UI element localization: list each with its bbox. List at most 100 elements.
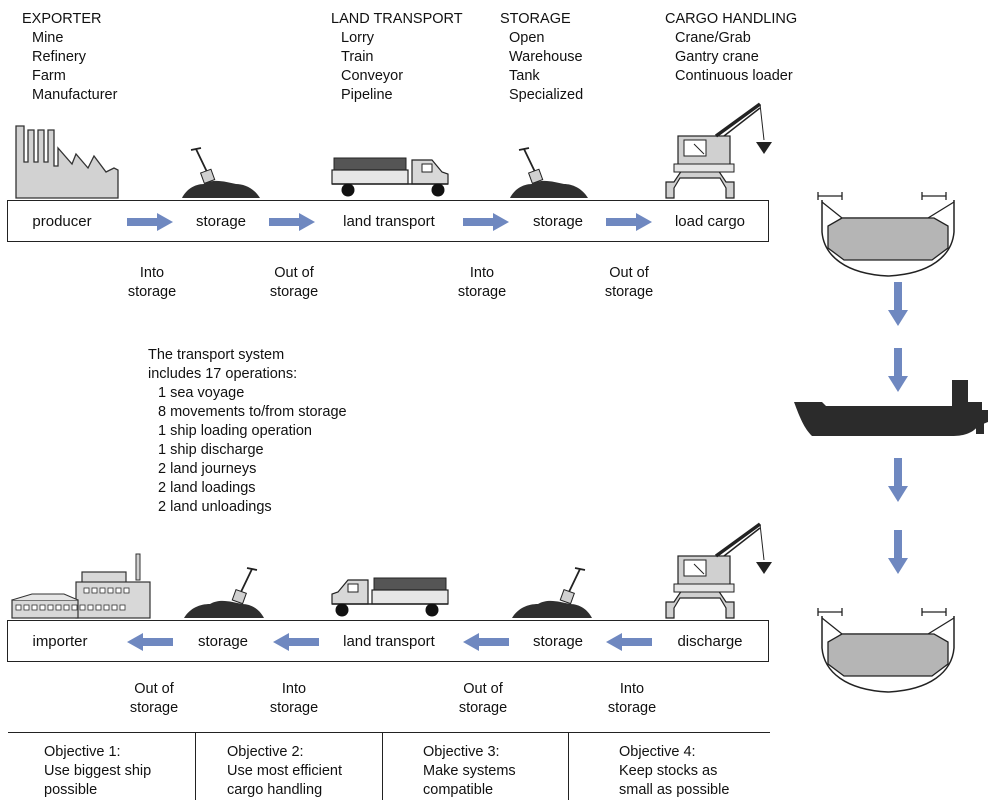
objective-cell: Objective 1: Use biggest ship possible: [44, 743, 151, 800]
objective-text: compatible: [423, 782, 494, 798]
exporter-item: Refinery: [32, 49, 86, 65]
storage-item: Open: [509, 30, 545, 46]
land-transport-item: Lorry: [341, 30, 375, 46]
objectives-row: Objective 1: Use biggest ship possible O…: [8, 732, 770, 800]
stage-storage: storage: [532, 213, 584, 230]
caption-line: storage: [604, 284, 654, 300]
objective-text: Make systems: [423, 763, 516, 779]
caption-line: Out of: [134, 681, 174, 697]
caption-line: storage: [458, 700, 508, 716]
stockpile-shovel-icon: [510, 147, 588, 198]
land-transport-item: Pipeline: [341, 87, 393, 103]
storage-item: Warehouse: [509, 49, 583, 65]
stage-land-transport: land transport: [343, 633, 435, 650]
caption-line: storage: [457, 284, 507, 300]
export-caption: Into storage: [442, 264, 522, 302]
caption-line: Out of: [274, 265, 314, 281]
stockpile-shovel-icon: [182, 147, 260, 198]
right-arrow-icon: [127, 213, 173, 231]
stage-storage: storage: [532, 633, 584, 650]
objective-cell: Objective 4: Keep stocks as small as pos…: [619, 743, 729, 800]
operation-item: 2 land journeys: [158, 461, 257, 477]
down-arrow-icon: [888, 348, 908, 392]
left-arrow-icon: [606, 633, 652, 651]
operation-item: 1 ship discharge: [158, 442, 264, 458]
import-caption: Out of storage: [114, 680, 194, 718]
crane-grab-icon: [665, 102, 772, 199]
exporter-item: Manufacturer: [32, 87, 118, 103]
stage-storage: storage: [195, 213, 247, 230]
operation-item: 8 movements to/from storage: [158, 404, 347, 420]
caption-line: Out of: [609, 265, 649, 281]
cargo-handling-header: CARGO HANDLING Crane/Grab Gantry crane C…: [665, 10, 797, 86]
import-process-band: importer storage land transport storage …: [7, 620, 769, 662]
caption-line: Into: [281, 681, 307, 697]
factory-icon: [15, 125, 119, 199]
stage-discharge: discharge: [677, 633, 743, 650]
cargo-handling-item: Gantry crane: [675, 49, 759, 65]
objective-title: Objective 3:: [423, 744, 500, 760]
objective-title: Objective 4:: [619, 744, 696, 760]
exporter-item: Mine: [32, 30, 64, 46]
objective-text: Keep stocks as: [619, 763, 718, 779]
cargo-handling-title: CARGO HANDLING: [665, 11, 798, 27]
export-caption: Into storage: [112, 264, 192, 302]
right-arrow-icon: [606, 213, 652, 231]
land-transport-item: Train: [341, 49, 374, 65]
caption-line: storage: [269, 284, 319, 300]
down-arrow-icon: [888, 530, 908, 574]
down-arrow-icon: [888, 458, 908, 502]
left-arrow-icon: [463, 633, 509, 651]
left-arrow-icon: [127, 633, 173, 651]
caption-line: Out of: [463, 681, 503, 697]
import-caption: Into storage: [592, 680, 672, 718]
storage-item: Specialized: [509, 87, 584, 103]
land-transport-header: LAND TRANSPORT Lorry Train Conveyor Pipe…: [331, 10, 463, 105]
storage-header: STORAGE Open Warehouse Tank Specialized: [500, 10, 583, 105]
operation-item: 2 land loadings: [158, 480, 256, 496]
operations-intro: The transport system: [148, 347, 285, 363]
objective-title: Objective 1:: [44, 744, 121, 760]
left-arrow-icon: [273, 633, 319, 651]
caption-line: Into: [139, 265, 165, 281]
stage-land-transport: land transport: [343, 213, 435, 230]
exporter-title: EXPORTER: [22, 11, 102, 27]
ship-hull-section-icon: [817, 608, 955, 693]
right-arrow-icon: [269, 213, 315, 231]
stage-importer: importer: [32, 633, 88, 650]
crane-grab-icon: [665, 522, 772, 619]
objective-title: Objective 2:: [227, 744, 304, 760]
storage-item: Tank: [509, 68, 540, 84]
import-caption: Out of storage: [443, 680, 523, 718]
objective-text: Use most efficient: [227, 763, 342, 779]
storage-title: STORAGE: [500, 11, 571, 27]
objective-text: cargo handling: [227, 782, 323, 798]
stockpile-shovel-icon: [184, 567, 264, 618]
divider: [568, 733, 569, 800]
cargo-handling-item: Crane/Grab: [675, 30, 751, 46]
import-caption: Into storage: [254, 680, 334, 718]
land-transport-title: LAND TRANSPORT: [331, 11, 463, 27]
lorry-icon: [331, 157, 449, 197]
operations-intro: includes 17 operations:: [148, 366, 298, 382]
stage-storage: storage: [197, 633, 249, 650]
down-arrow-icon: [888, 282, 908, 326]
caption-line: Into: [469, 265, 495, 281]
divider: [382, 733, 383, 800]
stockpile-shovel-icon: [512, 567, 592, 618]
lorry-icon: [331, 577, 449, 617]
caption-line: storage: [127, 284, 177, 300]
export-caption: Out of storage: [589, 264, 669, 302]
land-transport-item: Conveyor: [341, 68, 404, 84]
objective-text: Use biggest ship: [44, 763, 152, 779]
objective-cell: Objective 3: Make systems compatible: [423, 743, 516, 800]
operation-item: 2 land unloadings: [158, 499, 272, 515]
export-caption: Out of storage: [254, 264, 334, 302]
export-process-band: producer storage land transport storage …: [7, 200, 769, 242]
caption-line: storage: [129, 700, 179, 716]
stage-load-cargo: load cargo: [674, 213, 746, 230]
divider: [195, 733, 196, 800]
cargo-handling-item: Continuous loader: [675, 68, 793, 84]
importer-factory-icon: [11, 553, 151, 619]
